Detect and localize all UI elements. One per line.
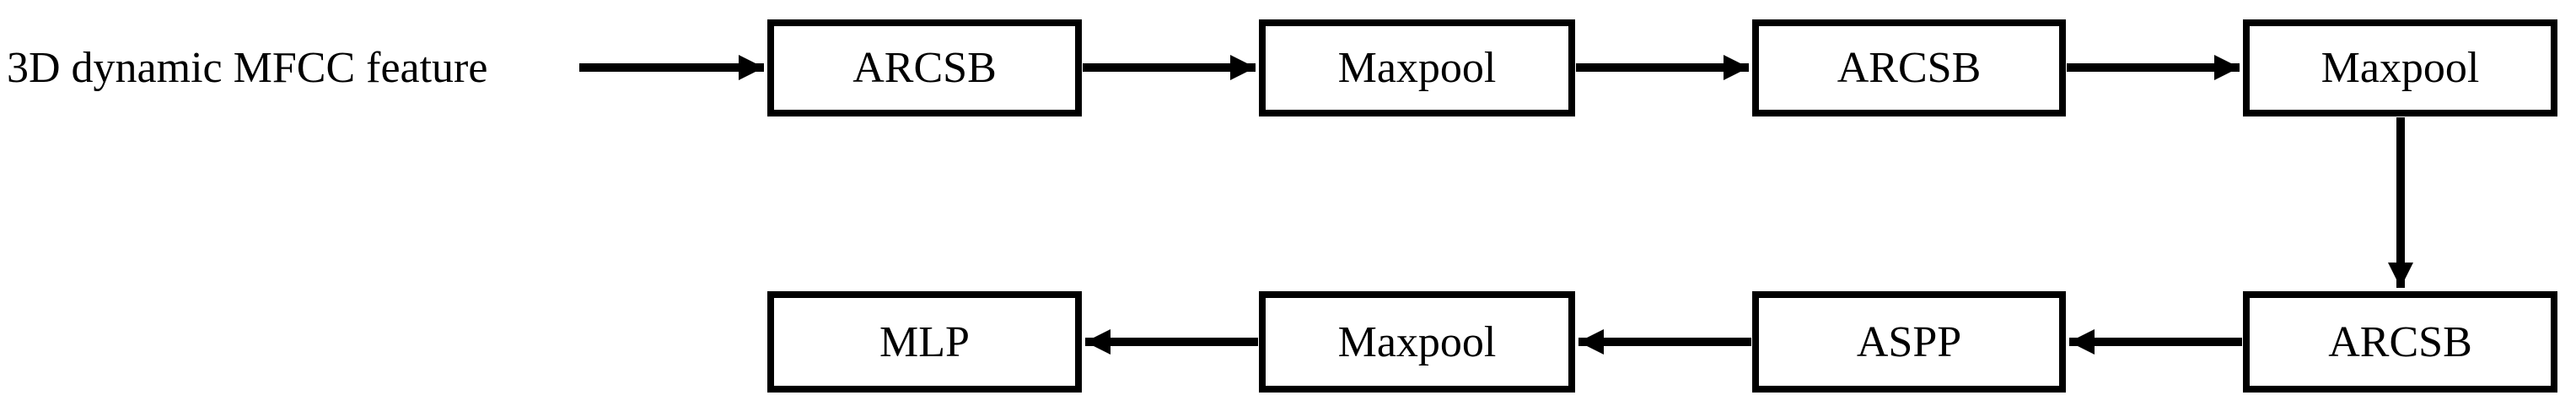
node-maxpool-1-label: Maxpool <box>1337 44 1497 92</box>
node-maxpool-3-label: Maxpool <box>1337 317 1497 366</box>
node-arcsb-1-label: ARCSB <box>852 44 997 92</box>
node-maxpool-3: Maxpool <box>1259 291 1575 393</box>
node-arcsb-3-label: ARCSB <box>2328 317 2472 366</box>
node-maxpool-2: Maxpool <box>2243 19 2557 116</box>
node-aspp: ASPP <box>1752 291 2066 393</box>
node-arcsb-2-label: ARCSB <box>1837 44 1982 92</box>
node-aspp-label: ASPP <box>1856 317 1962 366</box>
node-mlp-label: MLP <box>879 317 970 366</box>
node-maxpool-2-label: Maxpool <box>2321 44 2480 92</box>
node-arcsb-2: ARCSB <box>1752 19 2066 116</box>
node-arcsb-1: ARCSB <box>767 19 1082 116</box>
node-arcsb-3: ARCSB <box>2243 291 2557 393</box>
node-mlp: MLP <box>767 291 1082 393</box>
input-feature-label: 3D dynamic MFCC feature <box>7 44 488 92</box>
node-maxpool-1: Maxpool <box>1259 19 1575 116</box>
